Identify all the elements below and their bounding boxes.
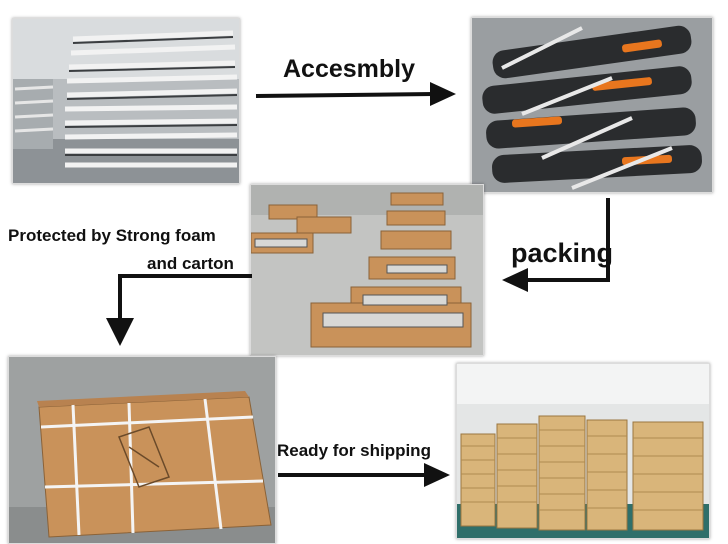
step-protected-label-line1: Protected by Strong foam [8, 226, 216, 245]
arrow-left-down-icon [106, 274, 252, 346]
step-assembly-label: Accesmbly [283, 55, 416, 83]
warehouse-pallets-photo [456, 363, 710, 539]
warehouse-pallets-image [457, 364, 709, 538]
stacked-frames-photo [12, 18, 240, 184]
packing-boxes-photo [250, 184, 484, 356]
stacked-frames-image [13, 19, 239, 183]
step-shipping-label: Ready for shipping [277, 441, 431, 460]
step-packing-label: packing [511, 238, 614, 268]
packing-boxes-image [251, 185, 483, 355]
assembled-boards-image [472, 18, 712, 192]
arrow-right-shipping-icon [278, 463, 450, 487]
assembled-boards-photo [471, 17, 713, 193]
arrow-down-left-icon [502, 198, 610, 292]
carton-box-image [9, 357, 275, 543]
arrow-right-icon [255, 82, 456, 106]
step-protected-label-line2: and carton [147, 254, 234, 273]
carton-box-photo [8, 356, 276, 544]
